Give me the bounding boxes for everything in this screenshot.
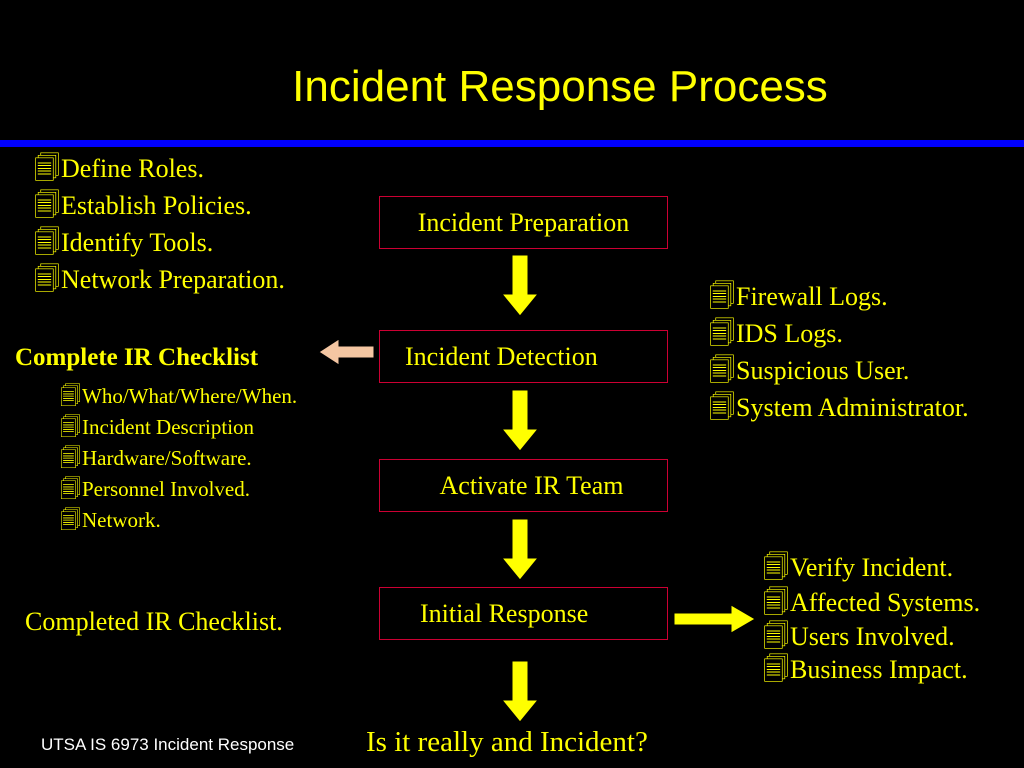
outcome-question: Is it really and Incident? bbox=[366, 726, 648, 758]
bullet-icon: 🗐 bbox=[60, 415, 81, 439]
bullet-icon: 🗐 bbox=[763, 655, 789, 684]
preparation-list: 🗐Define Roles. 🗐Establish Policies. 🗐Ide… bbox=[34, 150, 285, 298]
list-item: 🗐Network. bbox=[60, 505, 297, 536]
list-item: 🗐IDS Logs. bbox=[709, 315, 969, 352]
bullet-icon: 🗐 bbox=[709, 393, 735, 422]
response-item-list: 🗐Verify Incident. 🗐Affected Systems. 🗐Us… bbox=[763, 550, 980, 686]
list-item: 🗐Identify Tools. bbox=[34, 224, 285, 261]
bullet-icon: 🗐 bbox=[60, 446, 81, 470]
list-item: 🗐Suspicious User. bbox=[709, 352, 969, 389]
checklist-items: 🗐Who/What/Where/When. 🗐Incident Descript… bbox=[60, 381, 297, 536]
footer-text: UTSA IS 6973 Incident Response bbox=[41, 735, 295, 754]
down-arrow-icon bbox=[500, 254, 540, 317]
list-item: 🗐Define Roles. bbox=[34, 150, 285, 187]
bullet-icon: 🗐 bbox=[709, 356, 735, 385]
down-arrow-icon bbox=[500, 518, 540, 581]
step-incident-preparation: Incident Preparation bbox=[379, 196, 668, 249]
step-initial-response: Initial Response bbox=[379, 587, 668, 640]
list-item: 🗐Firewall Logs. bbox=[709, 278, 969, 315]
slide-title: Incident Response Process bbox=[292, 62, 828, 111]
bullet-icon: 🗐 bbox=[34, 154, 60, 183]
bullet-icon: 🗐 bbox=[763, 588, 789, 617]
bullet-icon: 🗐 bbox=[34, 265, 60, 294]
bullet-icon: 🗐 bbox=[763, 622, 789, 651]
list-item: 🗐Network Preparation. bbox=[34, 261, 285, 298]
list-item: 🗐Business Impact. bbox=[763, 655, 968, 684]
bullet-icon: 🗐 bbox=[763, 553, 789, 582]
step-incident-detection: Incident Detection bbox=[379, 330, 668, 383]
right-arrow-icon bbox=[673, 604, 756, 634]
down-arrow-icon bbox=[500, 389, 540, 452]
list-item: 🗐Affected Systems. bbox=[763, 585, 980, 620]
down-arrow-icon bbox=[500, 660, 540, 723]
list-item: 🗐Personnel Involved. bbox=[60, 474, 297, 505]
left-arrow-icon bbox=[318, 338, 375, 366]
list-item: 🗐Hardware/Software. bbox=[60, 443, 297, 474]
list-item: 🗐Users Involved. bbox=[763, 622, 955, 651]
bullet-icon: 🗐 bbox=[34, 228, 60, 257]
bullet-icon: 🗐 bbox=[60, 477, 81, 501]
title-divider bbox=[0, 140, 1024, 147]
list-item: 🗐Incident Description bbox=[60, 412, 297, 443]
bullet-icon: 🗐 bbox=[709, 282, 735, 311]
detection-source-list: 🗐Firewall Logs. 🗐IDS Logs. 🗐Suspicious U… bbox=[709, 278, 969, 426]
bullet-icon: 🗐 bbox=[709, 319, 735, 348]
bullet-icon: 🗐 bbox=[60, 384, 81, 408]
list-item: 🗐Establish Policies. bbox=[34, 187, 285, 224]
step-activate-ir-team: Activate IR Team bbox=[379, 459, 668, 512]
checklist-heading: Complete IR Checklist bbox=[15, 344, 259, 371]
bullet-icon: 🗐 bbox=[60, 508, 81, 532]
list-item: 🗐System Administrator. bbox=[709, 389, 969, 426]
list-item: 🗐Who/What/Where/When. bbox=[60, 381, 297, 412]
completed-checklist-label: Completed IR Checklist. bbox=[25, 607, 283, 636]
list-item: 🗐Verify Incident. bbox=[763, 550, 980, 585]
bullet-icon: 🗐 bbox=[34, 191, 60, 220]
